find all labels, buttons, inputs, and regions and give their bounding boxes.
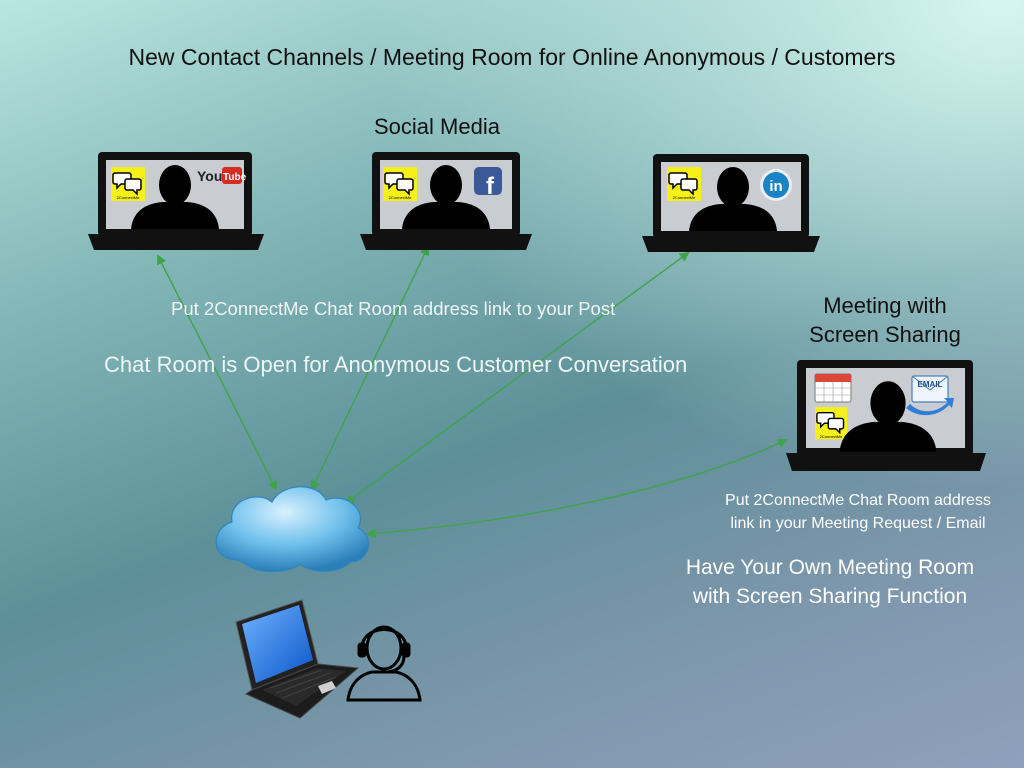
meeting-note-line1: Put 2ConnectMe Chat Room address [725,492,991,509]
arrow-youtube-cloud [157,254,277,491]
arrow-linkedin-cloud [344,251,690,505]
own-room-line1: Have Your Own Meeting Room [685,556,975,579]
page-title: New Contact Channels / Meeting Room for … [128,44,896,70]
linkedin-icon: in [760,169,792,201]
post-link-note: Put 2ConnectMe Chat Room address link to… [171,298,616,319]
facebook-icon: f [474,167,502,200]
agent-headset-icon [346,625,422,702]
logo-caption: 2ConnectMe [673,195,696,200]
logo-caption: 2ConnectMe [117,195,140,200]
agent-laptop-icon [235,599,360,719]
chat-room-open-note: Chat Room is Open for Anonymous Customer… [104,352,688,377]
logo-caption: 2ConnectMe [389,195,412,200]
arrow-meeting-cloud [366,438,788,539]
meeting-label: Meeting with Screen Sharing [780,291,990,349]
cloud-icon [215,486,370,573]
connection-arrows [157,245,788,539]
email-icon: EMAIL [906,375,954,416]
svg-text:EMAIL: EMAIL [918,380,943,389]
meeting-label-line2: Screen Sharing [809,322,961,347]
logo-caption: 2ConnectMe [820,434,843,439]
svg-text:You: You [197,168,222,184]
laptop-meeting: 2ConnectMe EMAIL [786,360,986,471]
laptop-facebook: 2ConnectMe f [360,152,532,250]
laptop-youtube: 2ConnectMe You Tube [88,152,264,250]
calendar-icon [814,373,852,403]
meeting-label-line1: Meeting with [823,293,947,318]
social-media-label: Social Media [374,114,500,139]
svg-text:in: in [769,178,782,195]
youtube-icon: You Tube [197,167,247,184]
own-room-line2: with Screen Sharing Function [692,585,968,608]
meeting-request-note: Put 2ConnectMe Chat Room address link in… [690,489,1024,535]
meeting-note-line2: link in your Meeting Request / Email [730,515,986,532]
svg-text:f: f [486,173,495,200]
laptop-linkedin: 2ConnectMe in [642,154,820,252]
own-meeting-room-note: Have Your Own Meeting Room with Screen S… [660,553,1000,611]
svg-text:Tube: Tube [223,172,247,183]
